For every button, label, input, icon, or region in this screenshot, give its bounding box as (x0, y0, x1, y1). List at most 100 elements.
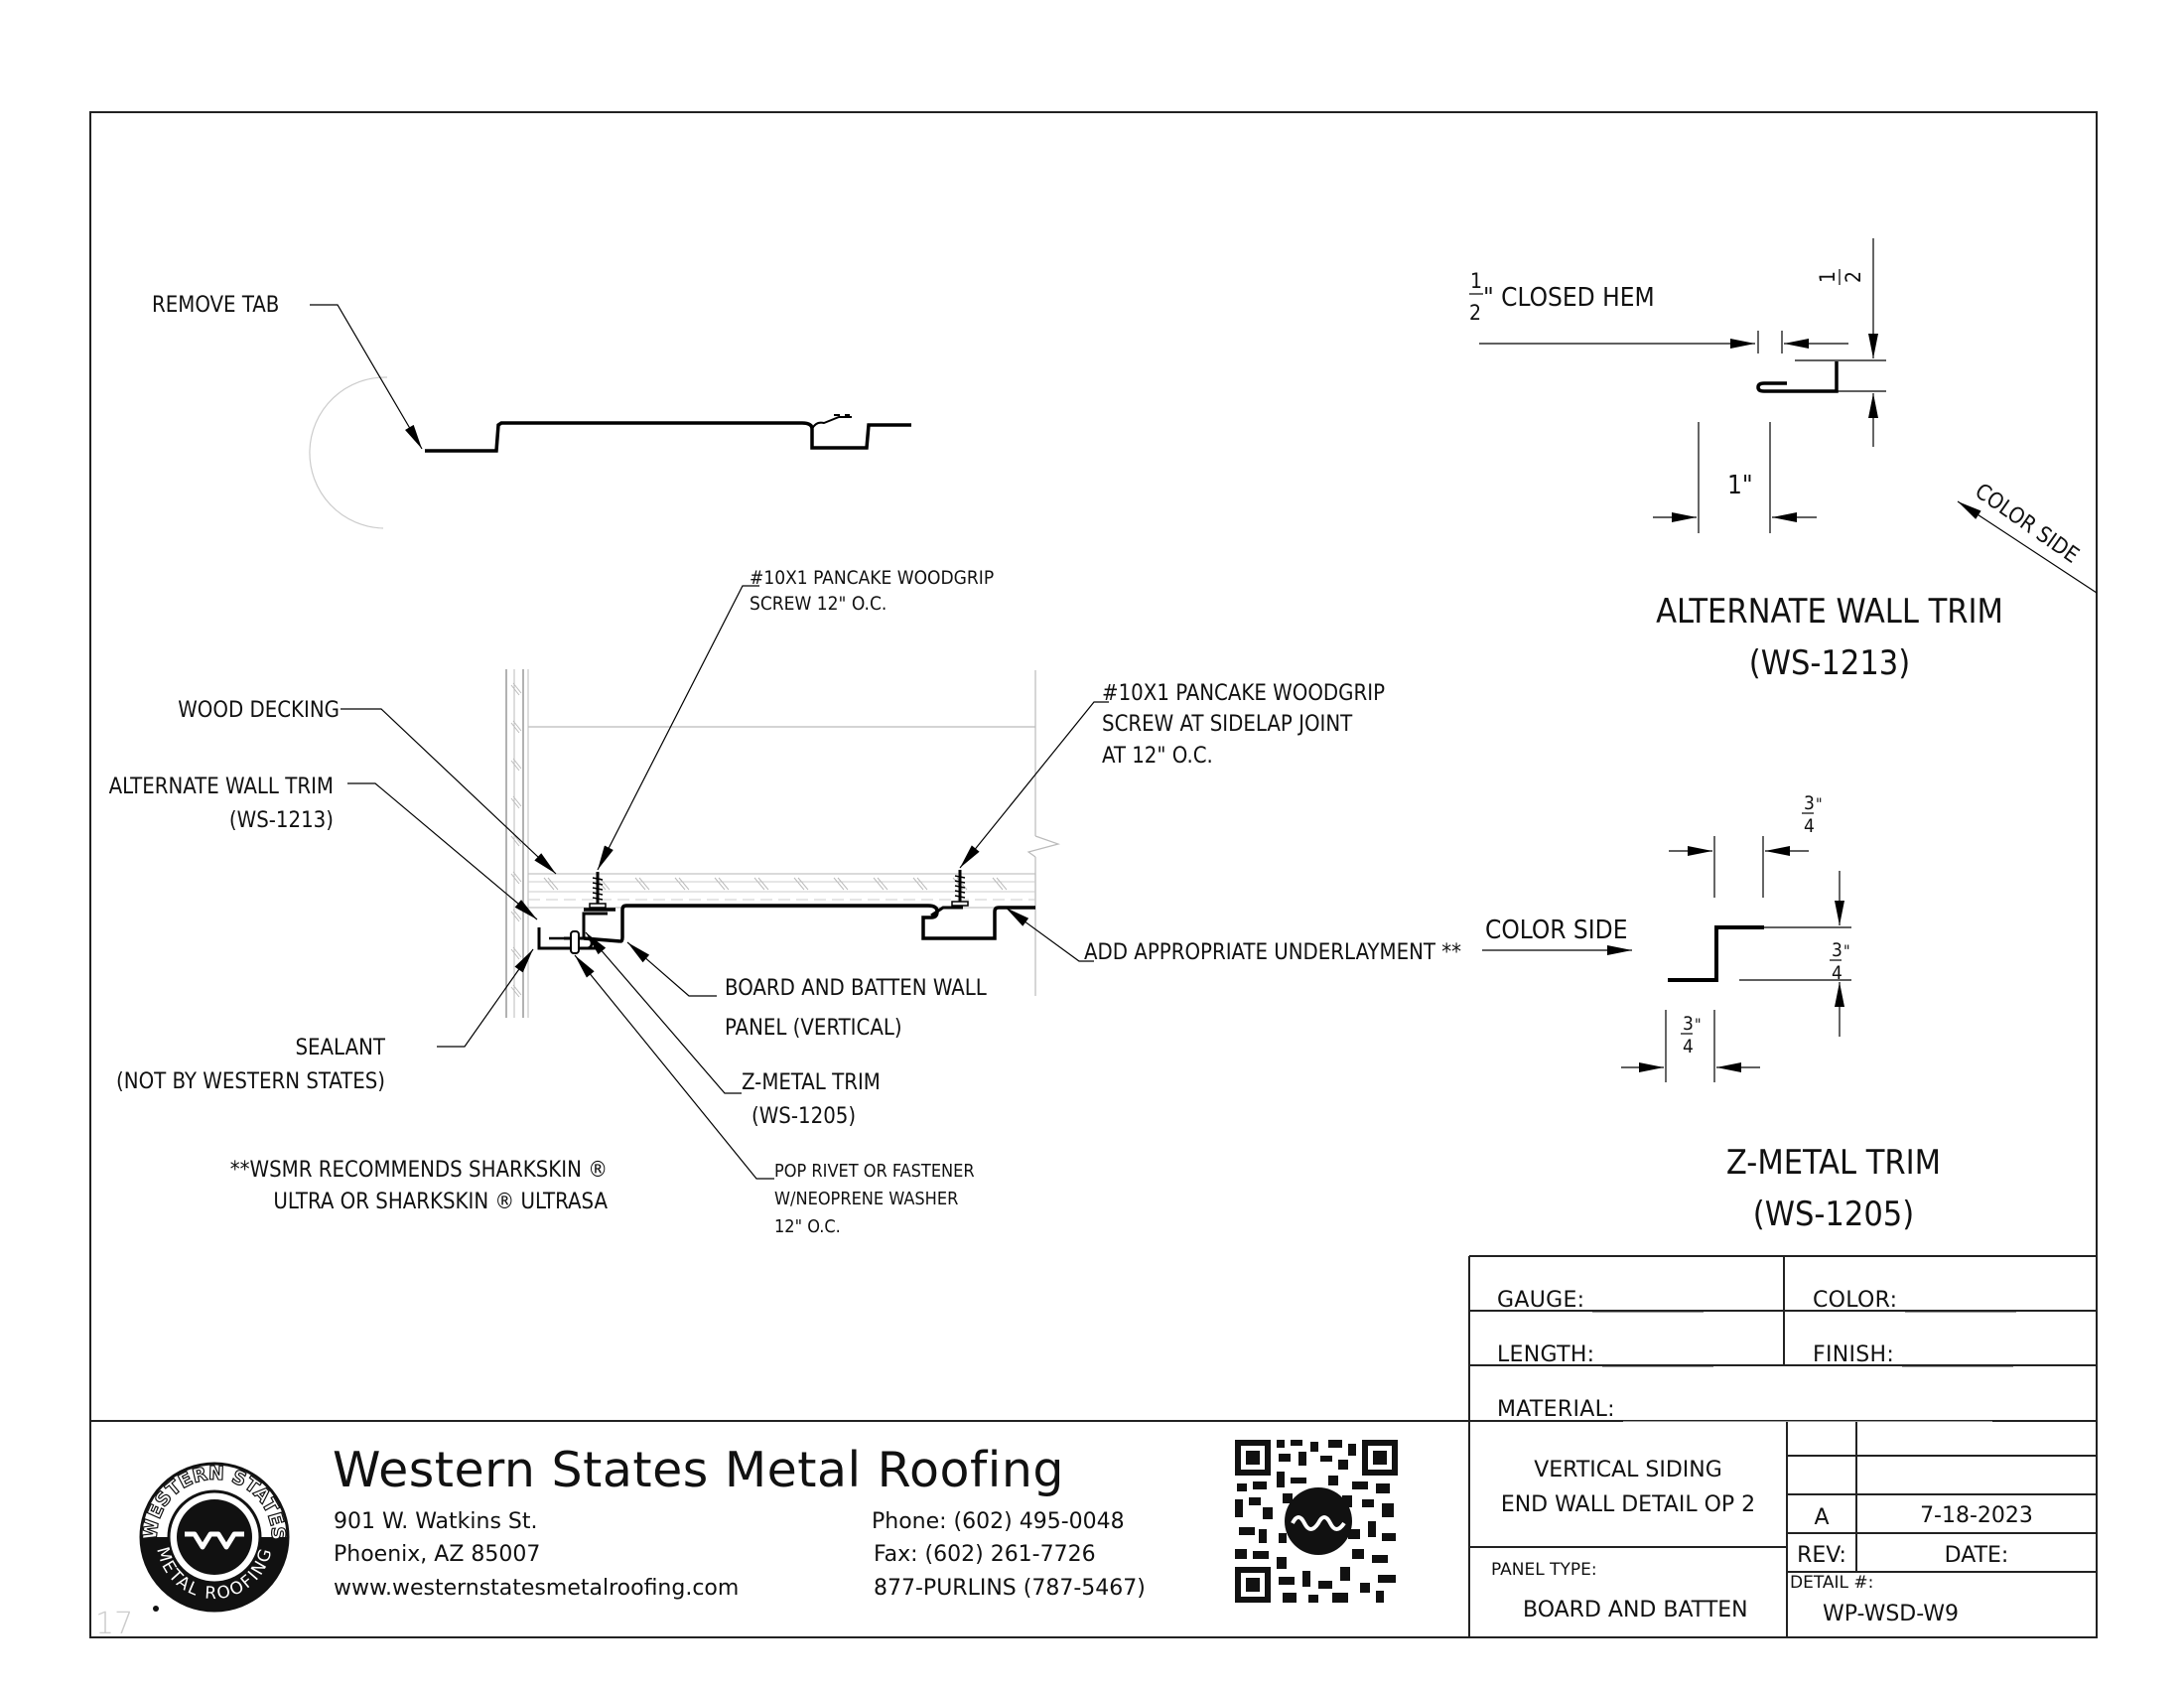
screw-sidelap-callout-line2: SCREW AT SIDELAP JOINT (1102, 712, 1353, 737)
logo-dot (153, 1606, 159, 1612)
rivet-label-line2: W/NEOPRENE WASHER (774, 1189, 958, 1209)
z-right-dim-num: 3 (1832, 939, 1843, 961)
alt-trim-leader (347, 782, 538, 920)
closed-hem-label: " CLOSED HEM (1483, 283, 1655, 313)
z-bottom-dim-num: 3 (1683, 1013, 1694, 1035)
underlayment-leader (1005, 907, 1094, 962)
z-top-dim-num: 3 (1804, 792, 1815, 814)
screw-top-callout-line2: SCREW 12" O.C. (750, 593, 887, 615)
rivet-label-line1: POP RIVET OR FASTENER (774, 1161, 975, 1182)
gauge-blank[interactable] (1592, 1311, 1705, 1313)
revision-value: A (1814, 1505, 1830, 1530)
width-dim-label: 1" (1727, 471, 1753, 500)
rivet-label-line3: 12" O.C. (774, 1216, 841, 1237)
finish-label: FINISH: (1813, 1342, 1895, 1367)
underlayment-note-line1: **WSMR RECOMMENDS SHARKSKIN ® (230, 1158, 608, 1183)
material-field[interactable]: MATERIAL: (1497, 1397, 1992, 1422)
sheet-marker: 17 (95, 1607, 133, 1641)
rivet-leader (574, 954, 774, 1180)
screw-sidelap-callout-line1: #10X1 PANCAKE WOODGRIP (1102, 681, 1385, 706)
inch-mark: " (1695, 1015, 1702, 1034)
inch-mark: " (1816, 794, 1823, 813)
alt-wall-trim-part-no: (WS-1213) (1749, 643, 1910, 683)
material-blank[interactable] (1622, 1420, 1992, 1422)
color-blank[interactable] (1905, 1311, 2017, 1313)
alt-wall-trim-label-line2: (WS-1213) (229, 808, 334, 833)
company-tollfree: 877-PURLINS (787-5467) (874, 1576, 1146, 1601)
gauge-label: GAUGE: (1497, 1288, 1585, 1313)
wood-decking-leader (341, 708, 557, 875)
detail-number-label: DETAIL #: (1790, 1573, 1874, 1593)
underlayment-note-line2: ULTRA OR SHARKSKIN ® ULTRASA (273, 1190, 608, 1214)
company-phone: Phone: (602) 495-0048 (872, 1509, 1125, 1534)
panel-label-line2: PANEL (VERTICAL) (725, 1016, 902, 1041)
sealant-label-line2: (NOT BY WESTERN STATES) (116, 1069, 385, 1094)
z-metal-trim-detail: 3 4 " 3 4 " 3 4 " COLOR SIDE Z-METAL TRI… (1482, 792, 1941, 1234)
z-metal-trim-title: Z-METAL TRIM (1726, 1143, 1941, 1183)
sheet-border (89, 111, 2098, 1638)
drawing-title-line1: VERTICAL SIDING (1534, 1458, 1722, 1482)
finish-blank[interactable] (1902, 1365, 2014, 1367)
inch-mark: " (1843, 941, 1850, 960)
panel-type-value: BOARD AND BATTEN (1523, 1598, 1748, 1622)
company-logo: WESTERN STATES METAL ROOFING (139, 1462, 290, 1613)
address-line1: 901 W. Watkins St. (334, 1509, 538, 1534)
gauge-field[interactable]: GAUGE: (1497, 1288, 1705, 1313)
qr-code (1233, 1438, 1400, 1605)
alt-color-side-label: COLOR SIDE (1971, 479, 2084, 568)
screw-top-leader (597, 585, 759, 871)
alt-wall-trim-label-line1: ALTERNATE WALL TRIM (109, 775, 334, 799)
hem-fraction-num: 1 (1470, 269, 1482, 293)
alternate-wall-trim-detail: 1 2 " CLOSED HEM 1 2 1" COLOR SIDE ALTER… (1469, 238, 2098, 683)
detail-number-value: WP-WSD-W9 (1823, 1602, 1960, 1626)
company-fax: Fax: (602) 261-7726 (874, 1542, 1096, 1567)
rev-label: REV: (1797, 1543, 1846, 1568)
z-right-dim-den: 4 (1832, 962, 1843, 984)
profile-arc (309, 376, 388, 529)
revision-date-value: 7-18-2023 (1920, 1503, 2033, 1528)
zmetal-label-line2: (WS-1205) (751, 1104, 856, 1129)
remove-tab-leader (310, 304, 423, 450)
length-blank[interactable] (1602, 1365, 1714, 1367)
company-name: Western States Metal Roofing (333, 1442, 1065, 1498)
screw-left (589, 872, 607, 909)
finish-field[interactable]: FINISH: (1813, 1342, 2014, 1367)
z-top-dim-den: 4 (1804, 815, 1815, 837)
sealant-label-line1: SEALANT (295, 1036, 385, 1060)
length-field[interactable]: LENGTH: (1497, 1342, 1714, 1367)
hem-fraction-den: 2 (1469, 301, 1481, 325)
top-panel-profile: REMOVE TAB (152, 293, 911, 529)
panel-type-label: PANEL TYPE: (1491, 1560, 1597, 1580)
screw-top-callout-line1: #10X1 PANCAKE WOODGRIP (750, 567, 994, 589)
company-website[interactable]: www.westernstatesmetalroofing.com (334, 1576, 740, 1601)
screw-sidelap-leader (959, 701, 1109, 869)
color-field[interactable]: COLOR: (1813, 1288, 2017, 1313)
height-dim-den: 2 (1842, 271, 1865, 283)
color-label: COLOR: (1813, 1288, 1898, 1313)
alt-wall-trim-title: ALTERNATE WALL TRIM (1656, 592, 2003, 632)
material-label: MATERIAL: (1497, 1397, 1615, 1422)
wood-decking-label: WOOD DECKING (178, 698, 340, 723)
z-trim-profile (1668, 925, 1764, 982)
board-batten-panel-shape (584, 904, 1035, 943)
zmetal-label-line1: Z-METAL TRIM (742, 1070, 881, 1095)
drawing-title-line2: END WALL DETAIL OP 2 (1500, 1492, 1756, 1517)
underlayment-label: ADD APPROPRIATE UNDERLAYMENT ** (1084, 940, 1461, 965)
z-metal-trim-part-no: (WS-1205) (1753, 1195, 1914, 1234)
height-dim-num: 1 (1816, 271, 1840, 283)
alt-trim-profile (1756, 361, 1839, 393)
z-bottom-dim-den: 4 (1683, 1036, 1694, 1058)
panel-leader (626, 941, 717, 997)
screw-sidelap-callout-line3: AT 12" O.C. (1102, 744, 1213, 769)
zmetal-leader (585, 931, 742, 1094)
z-color-side-label: COLOR SIDE (1485, 916, 1627, 945)
remove-tab-label: REMOVE TAB (152, 293, 279, 318)
length-label: LENGTH: (1497, 1342, 1595, 1367)
date-label: DATE: (1944, 1543, 2009, 1568)
address-line2: Phoenix, AZ 85007 (334, 1542, 541, 1567)
screw-sidelap (951, 870, 969, 907)
panel-label-line1: BOARD AND BATTEN WALL (725, 976, 987, 1001)
sealant-leader (437, 948, 534, 1048)
